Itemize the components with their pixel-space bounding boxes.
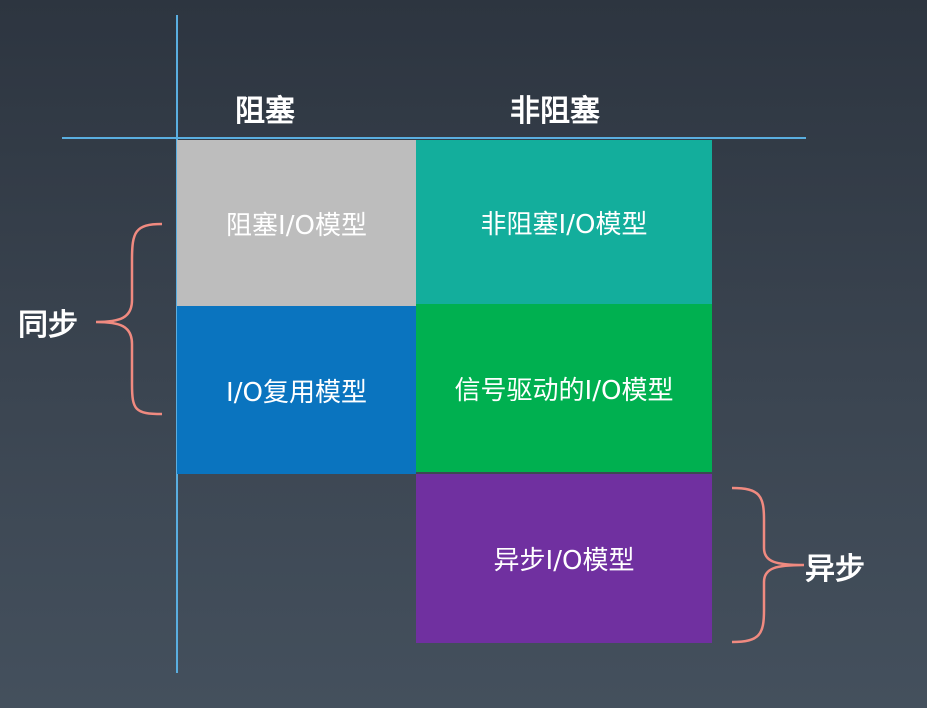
cell-async-io-label: 异步I/O模型 [493, 546, 635, 576]
cell-non-blocking-io-label: 非阻塞I/O模型 [480, 209, 648, 240]
cell-io-multiplexing: I/O复用模型 [177, 306, 416, 474]
async-brace [731, 486, 805, 644]
row-label-sync: 同步 [18, 308, 78, 343]
cell-signal-driven-io-label: 信号驱动的I/O模型 [454, 375, 674, 406]
cell-io-multiplexing-label: I/O复用模型 [226, 377, 367, 408]
cell-blocking-io: 阻塞I/O模型 [177, 140, 416, 306]
cell-non-blocking-io: 非阻塞I/O模型 [416, 140, 712, 304]
column-header-blocking: 阻塞 [235, 94, 295, 129]
column-header-non-blocking: 非阻塞 [510, 94, 600, 129]
cell-signal-driven-io: 信号驱动的I/O模型 [416, 304, 712, 472]
sync-brace [95, 222, 163, 416]
row-label-async: 异步 [805, 552, 865, 587]
cell-blocking-io-label: 阻塞I/O模型 [226, 210, 367, 241]
cell-async-io: 异步I/O模型 [416, 474, 712, 643]
horizontal-axis-line [62, 137, 806, 139]
